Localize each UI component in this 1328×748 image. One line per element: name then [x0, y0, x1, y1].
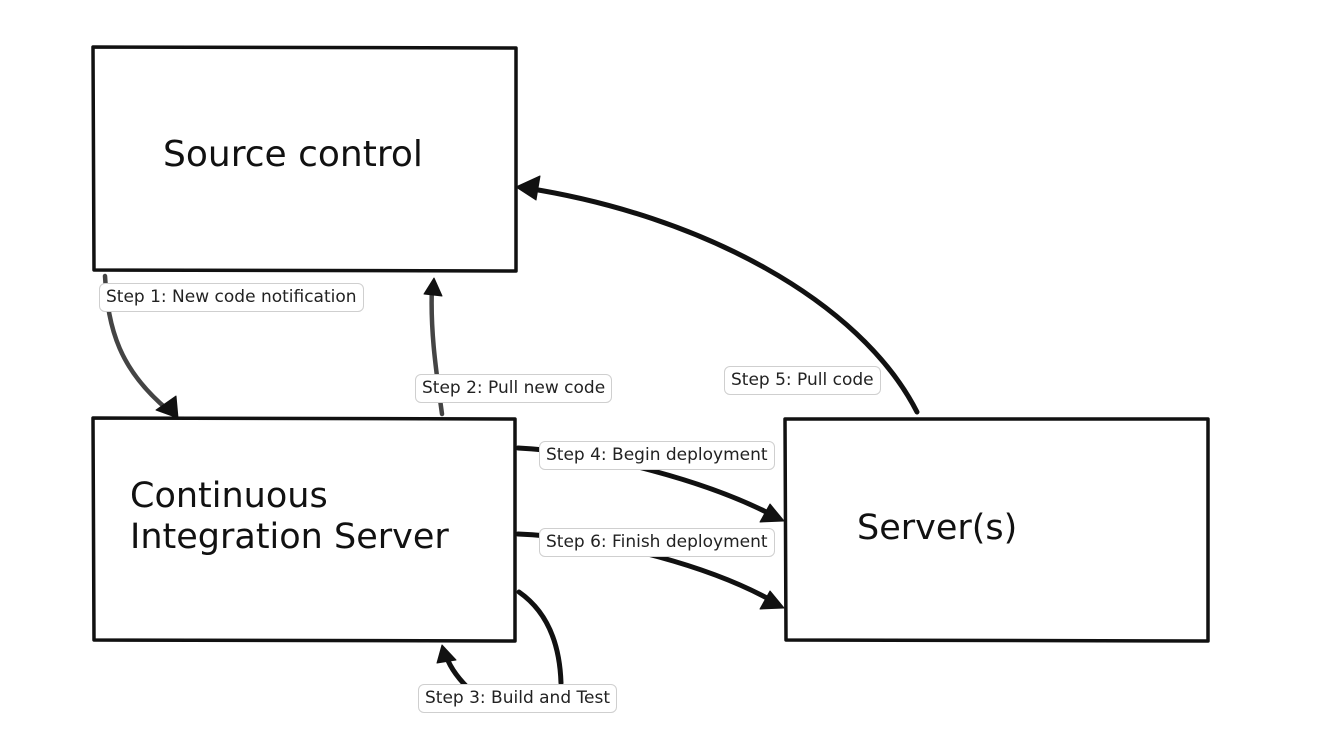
step1-label: Step 1: New code notification: [99, 283, 364, 312]
arrowhead-step1: [155, 395, 179, 419]
servers-box[interactable]: [783, 417, 1210, 643]
arrow-step5: [523, 185, 920, 415]
arrowhead-step3: [436, 644, 457, 664]
arrowhead-step4: [759, 503, 785, 523]
ci-server-label-line1: Continuous: [130, 476, 328, 516]
source-control-box[interactable]: [91, 45, 518, 273]
step5-label: Step 5: Pull code: [724, 366, 881, 395]
servers-label: Server(s): [857, 508, 1018, 548]
step3-label: Step 3: Build and Test: [418, 684, 617, 713]
ci-server-label: Continuous Integration Server: [130, 476, 449, 559]
step2-label: Step 2: Pull new code: [415, 374, 613, 403]
source-control-label: Source control: [163, 134, 423, 175]
arrowhead-step5: [515, 175, 541, 201]
step6-label: Step 6: Finish deployment: [539, 528, 775, 557]
arrow-step3: [516, 589, 564, 686]
step4-label: Step 4: Begin deployment: [539, 441, 775, 470]
ci-server-box[interactable]: [91, 416, 517, 643]
arrowhead-step2: [423, 277, 443, 297]
arrowhead-step6: [759, 590, 785, 610]
ci-server-label-line2: Integration Server: [130, 517, 449, 558]
